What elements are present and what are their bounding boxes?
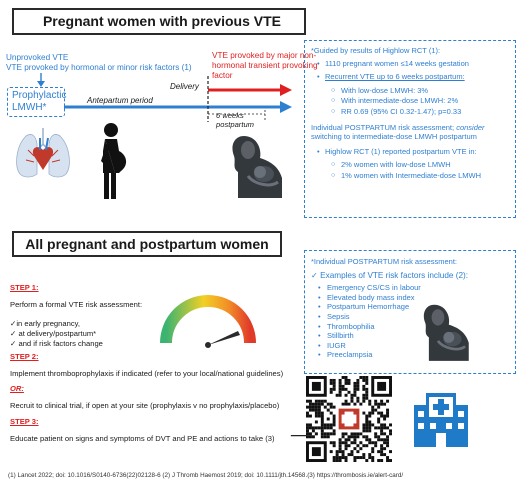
recurrent-bullet: Recurrent VTE up to 6 weeks postpartum: [311, 72, 509, 82]
one-pct-subbullet: 1% women with Intermediate-dose LMWH [311, 171, 509, 181]
vte-provoked-major-label: VTE provoked by major non-hormonal trans… [212, 51, 318, 80]
step1-checklist: ✓in early pregnancy, ✓ at delivery/postp… [10, 319, 103, 349]
delivery-label: Delivery [170, 82, 199, 91]
postpartum-risk-panel: *Individual POSTPARTUM risk assessment: … [304, 250, 516, 374]
individual-post: switching to intermediate-dose LMWH post… [311, 132, 477, 142]
risk-factor-list: Emergency CS/CS in labourElevated body m… [311, 283, 509, 360]
risk-factor-item: IUGR [311, 341, 509, 351]
section1-title: Pregnant women with previous VTE [42, 13, 282, 29]
hospital-icon [414, 393, 468, 447]
step2-text: Implement thromboprophylaxis if indicate… [10, 369, 284, 378]
six-weeks-postpartum-label: 6 weeks postpartum [216, 111, 254, 129]
unprovoked-line1: Unprovoked VTE [6, 53, 69, 62]
risk-factor-item: Emergency CS/CS in labour [311, 283, 509, 293]
risk-factor-item: Sepsis [311, 312, 509, 322]
low-dose-subbullet: With low-dose LMWH: 3% [311, 86, 509, 96]
timeline-arrows [64, 76, 292, 122]
prophylactic-line2: LMWH* [12, 102, 47, 113]
antepartum-label: Antepartum period [87, 96, 153, 105]
risk-factor-item: Thrombophilia [311, 322, 509, 332]
check-risk-change: ✓ and if risk factors change [10, 339, 103, 348]
risk-gauge-icon [160, 295, 256, 348]
individual-pre: Individual POSTPARTUM risk assessment; [311, 122, 457, 132]
section1-title-box: Pregnant women with previous VTE [12, 8, 306, 35]
step3-text: Educate patient on signs and symptoms of… [10, 434, 275, 443]
references: (1) Lancet 2022; doi: 10.1016/S0140-6736… [8, 472, 404, 479]
check-delivery: ✓ at delivery/postpartum* [10, 329, 97, 338]
panel1-intro: *Guided by results of Highlow RCT (1): [311, 46, 441, 55]
six-weeks-line1: 6 weeks [216, 111, 244, 120]
prophylactic-lmwh-box: Prophylactic LMWH* [7, 87, 67, 117]
individual-consider: consider [456, 122, 485, 132]
risk-factor-item: Elevated body mass index [311, 293, 509, 303]
breastfeeding-mother-icon [423, 304, 469, 361]
six-weeks-line2: postpartum [216, 120, 254, 129]
step1-label: STEP 1: [10, 283, 39, 292]
enrolled-bullet: 1110 pregnant women ≤14 weeks gestation [311, 59, 509, 69]
step1-text: Perform a formal VTE risk assessment: [10, 300, 143, 309]
check-early-pregnancy: ✓in early pregnancy, [10, 319, 80, 328]
breastfeeding-mother-icon [232, 136, 282, 198]
risk-factor-item: Postpartum Hemorrhage [311, 302, 509, 312]
panel2-examples: ✓ Examples of VTE risk factors include (… [311, 270, 469, 280]
step3-arrow-icon: ⟶ [290, 428, 311, 444]
step3-label: STEP 3: [10, 417, 39, 426]
individual-assessment-text: Individual POSTPARTUM risk assessment; c… [311, 123, 509, 142]
qr-code-icon[interactable] [306, 376, 392, 462]
unprovoked-vte-label: Unprovoked VTE VTE provoked by hormonal … [6, 53, 206, 73]
or-text: Recruit to clinical trial, if open at yo… [10, 401, 280, 410]
rr-subbullet: RR 0.69 (95% CI 0.32-1.47); p=0.33 [311, 107, 509, 117]
or-label: OR: [10, 384, 24, 393]
intermediate-dose-subbullet: With intermediate-dose LMWH: 2% [311, 96, 509, 106]
reported-bullet: Highlow RCT (1) reported postpartum VTE … [311, 147, 509, 157]
risk-factor-item: Stillbirth [311, 331, 509, 341]
risk-factor-item: Preeclampsia [311, 350, 509, 360]
step2-label: STEP 2: [10, 352, 39, 361]
prophylactic-line1: Prophylactic [12, 90, 67, 101]
down-arrow-icon [37, 73, 45, 87]
section2-title-box: All pregnant and postpartum women [12, 231, 282, 257]
section2-title: All pregnant and postpartum women [25, 236, 269, 252]
panel2-intro: *Individual POSTPARTUM risk assessment: [311, 257, 458, 266]
two-pct-subbullet: 2% women with low-dose LMWH [311, 160, 509, 170]
lungs-heart-icon [16, 128, 70, 178]
highlow-rct-panel: *Guided by results of Highlow RCT (1): 1… [304, 40, 516, 218]
unprovoked-line2: VTE provoked by hormonal or minor risk f… [6, 63, 192, 72]
pregnant-woman-icon [101, 123, 127, 199]
